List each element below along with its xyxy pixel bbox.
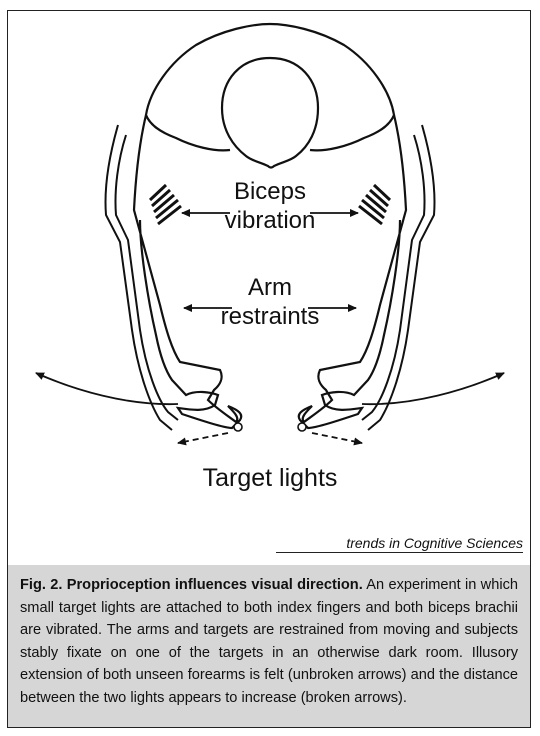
left-extension-arrow <box>36 373 178 404</box>
right-displacement-arrow <box>312 433 362 443</box>
arm-restraints-label: Arm restraints <box>205 273 335 331</box>
right-target-light <box>298 423 306 431</box>
source-rule <box>276 552 523 553</box>
caption-body: An experiment in which small target ligh… <box>20 577 518 706</box>
biceps-label-line-2: vibration <box>205 206 335 235</box>
right-vibrator-icon <box>359 185 390 224</box>
left-target-light <box>234 423 242 431</box>
left-displacement-arrow <box>178 433 228 443</box>
left-vibrator-icon <box>150 185 181 224</box>
left-arm-outline <box>134 115 241 428</box>
caption-title: Fig. 2. Proprioception influences visual… <box>20 577 363 593</box>
figure-caption: Fig. 2. Proprioception influences visual… <box>20 574 518 709</box>
source-credit: trends in Cognitive Sciences <box>263 535 523 551</box>
right-extension-arrow <box>362 373 504 404</box>
caption-box: Fig. 2. Proprioception influences visual… <box>7 565 531 728</box>
restraints-label-line-1: Arm <box>205 273 335 302</box>
restraints-label-line-2: restraints <box>205 302 335 331</box>
torso-outline <box>146 24 394 150</box>
right-arm-outline <box>299 115 406 428</box>
biceps-vibration-label: Biceps vibration <box>205 177 335 235</box>
head-outline <box>222 58 318 168</box>
biceps-label-line-1: Biceps <box>205 177 335 206</box>
target-lights-label: Target lights <box>170 464 370 493</box>
